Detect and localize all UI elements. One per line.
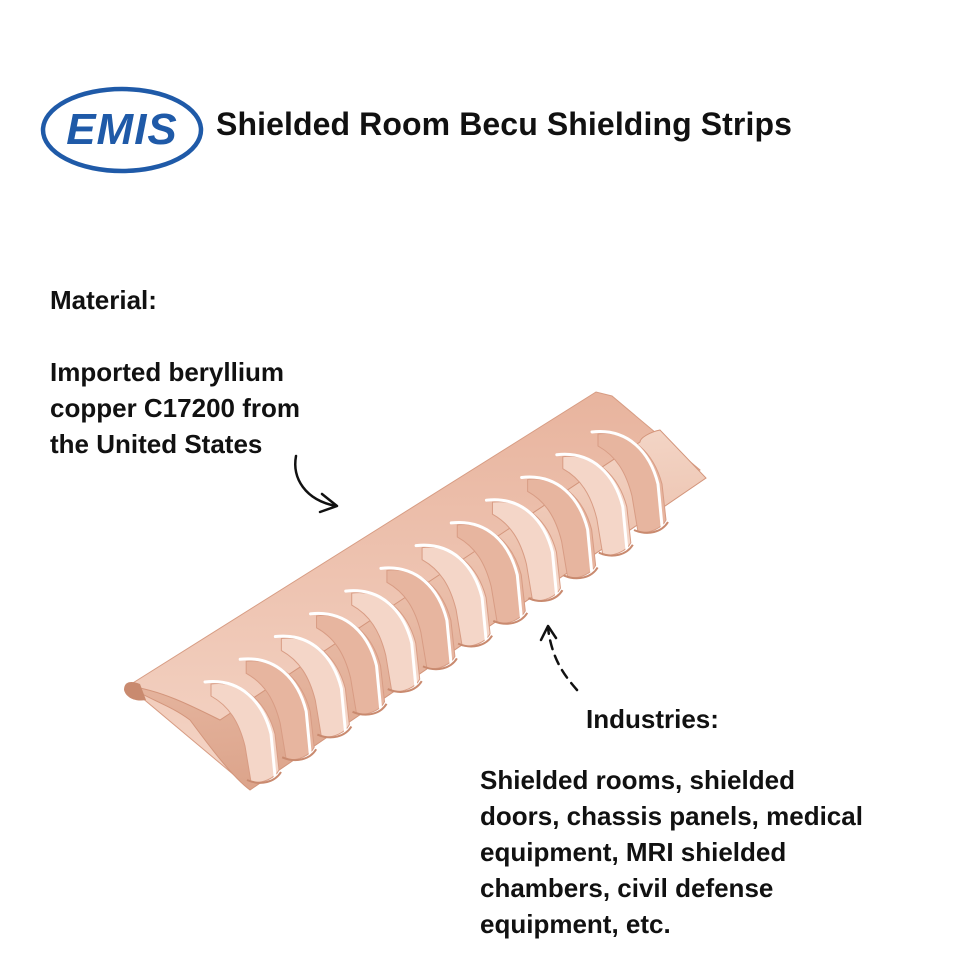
strip-finger-tip bbox=[387, 680, 423, 693]
strip-fingers bbox=[203, 430, 669, 784]
industries-line: equipment, etc. bbox=[480, 909, 671, 939]
industries-description: Shielded rooms, shielded doors, chassis … bbox=[480, 762, 863, 942]
strip-slot bbox=[238, 657, 312, 755]
strip-slot bbox=[414, 543, 488, 642]
industries-line: equipment, MRI shielded bbox=[480, 837, 787, 867]
strip-slot bbox=[590, 430, 664, 528]
strip-finger-tip bbox=[457, 635, 493, 648]
strip-slot bbox=[555, 452, 629, 551]
strip-slot bbox=[449, 520, 523, 619]
industries-line: chambers, civil defense bbox=[480, 873, 774, 903]
strip-slot bbox=[344, 589, 418, 687]
strip-finger-tip bbox=[281, 748, 318, 762]
strip-finger-tip bbox=[492, 612, 529, 625]
strip-slot bbox=[520, 475, 594, 573]
strip-finger-tip bbox=[633, 521, 669, 534]
industries-line: Shielded rooms, shielded bbox=[480, 765, 795, 795]
strip-finger-tip bbox=[316, 725, 353, 739]
strip-finger-tip bbox=[352, 703, 388, 716]
industries-arrow bbox=[546, 626, 579, 692]
industries-line: doors, chassis panels, medical bbox=[480, 801, 863, 831]
strip-slot bbox=[379, 566, 453, 664]
material-line: Imported beryllium bbox=[50, 357, 285, 387]
strip-slot bbox=[309, 611, 383, 710]
strip-slot bbox=[484, 498, 558, 596]
strip-finger-tip bbox=[246, 771, 282, 784]
strip-finger-tip bbox=[563, 566, 599, 580]
material-arrow bbox=[294, 454, 338, 508]
material-description: Imported beryllium copper C17200 from th… bbox=[50, 354, 300, 462]
material-arrowhead bbox=[318, 492, 339, 514]
emis-logo: EMIS bbox=[40, 86, 204, 174]
logo-text: EMIS bbox=[66, 105, 178, 154]
strip-finger-tip bbox=[422, 657, 458, 671]
strip-slot bbox=[273, 634, 347, 733]
industries-arrowhead bbox=[539, 624, 558, 642]
industries-heading: Industries: bbox=[586, 704, 719, 734]
strip-finger-tip bbox=[528, 589, 564, 602]
strip-slot bbox=[203, 680, 277, 778]
strip-finger-tip bbox=[598, 544, 634, 557]
page-title: Shielded Room Becu Shielding Strips bbox=[216, 106, 793, 142]
material-line: copper C17200 from bbox=[50, 393, 300, 423]
material-line: the United States bbox=[50, 429, 263, 459]
material-heading: Material: bbox=[50, 285, 157, 315]
strip-rolled-edge bbox=[124, 682, 146, 701]
